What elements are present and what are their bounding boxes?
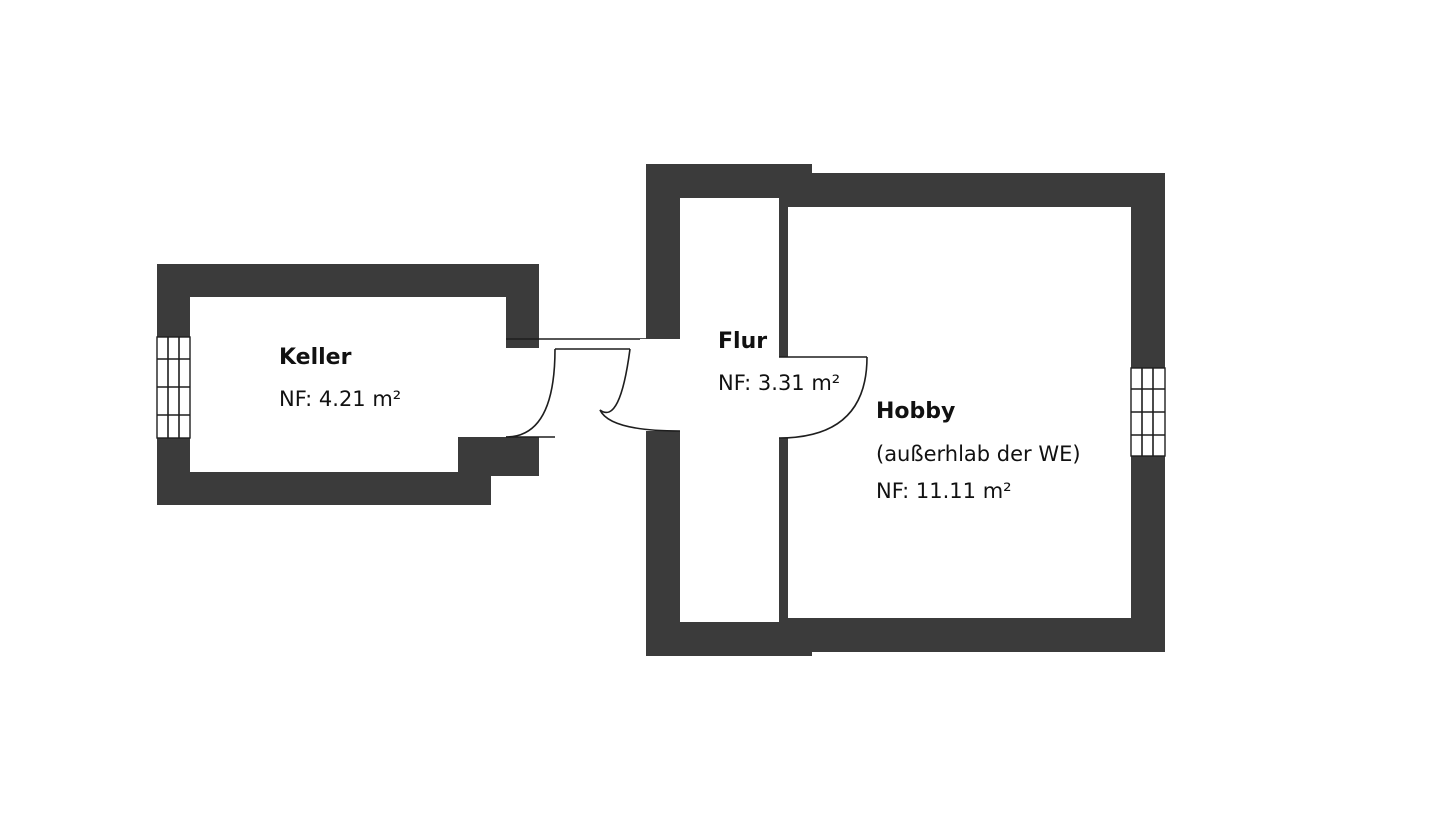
- right-block: [640, 164, 1166, 656]
- hobby-name: Hobby: [876, 399, 955, 424]
- flur-left-doorway: [640, 339, 682, 431]
- keller-doorway: [500, 348, 545, 437]
- door-swing-arc: [778, 356, 868, 439]
- keller-window: [156, 336, 191, 439]
- hobby-doorway: [776, 357, 790, 438]
- flur-name: Flur: [718, 329, 767, 354]
- flur-floor: [680, 198, 779, 622]
- hobby-note: (außerhlab der WE): [876, 442, 1081, 466]
- hobby-window: [1130, 367, 1166, 457]
- hobby-floor: [788, 207, 1131, 618]
- keller-name: Keller: [279, 345, 352, 370]
- keller-floor: [190, 297, 506, 472]
- door-swing-arc-flur: [599, 348, 681, 432]
- keller-room: [156, 264, 545, 505]
- door-keller-flur: [505, 348, 681, 438]
- flur-area: NF: 3.31 m²: [718, 371, 840, 395]
- door-flur-hobby: [778, 356, 868, 439]
- keller-area: NF: 4.21 m²: [279, 387, 401, 411]
- hobby-area: NF: 11.11 m²: [876, 479, 1012, 503]
- door-swing-arc: [505, 348, 556, 438]
